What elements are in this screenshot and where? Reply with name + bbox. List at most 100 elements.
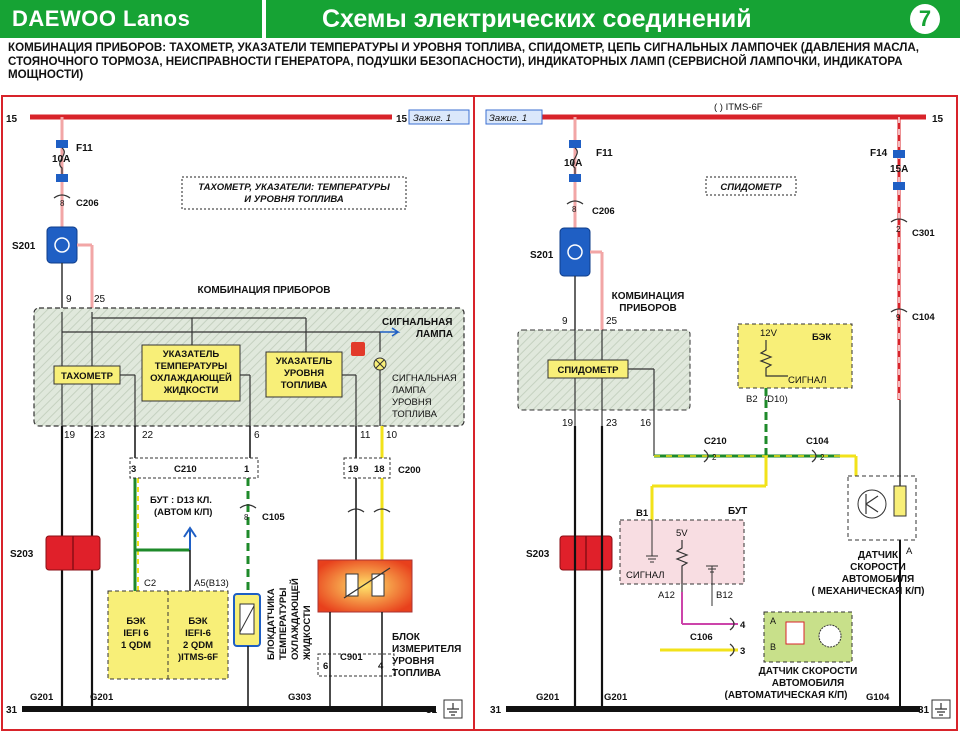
fuse-cap-bottom <box>56 174 68 182</box>
ecu2-l4: )ITMS-6F <box>178 652 218 663</box>
note-box <box>181 176 407 210</box>
pin-23: 23 <box>94 430 106 441</box>
c901-label: C901 <box>340 652 363 663</box>
g201-right: G201 <box>90 692 114 703</box>
c200-pin-18: 18 <box>374 464 385 475</box>
ecu-right-12v: 12V <box>760 328 778 339</box>
temp-gauge-l1: УКАЗАТЕЛЬ <box>163 349 220 360</box>
ecu-right-title: БЭК <box>812 332 831 343</box>
fuel-unit-l4: ТОПЛИВА <box>392 668 441 679</box>
ecu1-l3: 1 QDM <box>121 640 151 651</box>
signal-lamp-label-2: ЛАМПА <box>416 329 453 340</box>
splice-node <box>54 237 70 253</box>
bus-31-left: 31 <box>6 705 18 716</box>
bus-31-right: 31 <box>426 705 438 716</box>
splice-s201 <box>46 226 78 264</box>
page-title: Схемы электрических соединений <box>266 0 960 38</box>
c206-right-pin: 8 <box>572 205 577 214</box>
c210-pin-1: 1 <box>244 464 250 475</box>
ecu1-l2: IEFI 6 <box>123 628 148 639</box>
page-number-badge: 7 <box>910 4 940 34</box>
fuel-lamp-l4: ТОПЛИВА <box>392 409 438 420</box>
ecu-right-pin-alt: (D10) <box>764 394 788 405</box>
fuel-lamp-l2: ЛАМПА <box>392 385 426 396</box>
r-pin-16: 16 <box>640 418 652 429</box>
c200-label: C200 <box>398 465 421 476</box>
fuel-lamp-l3: УРОВНЯ <box>392 397 432 408</box>
auto-l2: АВТОМОБИЛЯ <box>772 678 844 689</box>
cluster-title: КОМБИНАЦИЯ ПРИБОРОВ <box>197 285 330 296</box>
r-pin-9: 9 <box>562 316 568 327</box>
r-bus-31-right: 31 <box>918 705 930 716</box>
mech-l4: ( МЕХАНИЧЕСКАЯ К/П) <box>811 586 924 597</box>
ecu-right <box>737 323 853 389</box>
c104-top-label: C104 <box>912 312 935 323</box>
ecu2-l2: IEFI-6 <box>185 628 211 639</box>
c106-pin-3: 3 <box>740 646 745 657</box>
auto-l1: ДАТЧИК СКОРОСТИ <box>759 666 858 677</box>
r-bus-31-left: 31 <box>490 705 502 716</box>
r-pin-23: 23 <box>606 418 618 429</box>
fuse-f11-rating: 10A <box>564 158 582 169</box>
c210-label: C210 <box>174 464 197 475</box>
coolant-sensor-l2: ТЕМПЕРАТУРЫ <box>278 588 289 660</box>
c106-pin-4: 4 <box>740 620 746 631</box>
g201-left: G201 <box>30 692 54 703</box>
fuel-unit-l2: ИЗМЕРИТЕЛЯ <box>392 644 461 655</box>
itms-label: ( ) ITMS-6F <box>714 102 763 113</box>
note-line-1: ТАХОМЕТР, УКАЗАТЕЛИ: ТЕМПЕРАТУРЫ <box>198 182 390 193</box>
c206-right-label: C206 <box>592 206 615 217</box>
connector-c200 <box>343 457 391 479</box>
splice-s201-right <box>559 227 591 277</box>
fuse-f14-rating: 15A <box>890 164 908 175</box>
pin-6: 6 <box>254 430 260 441</box>
splice-s201-label: S201 <box>12 241 36 252</box>
splice-s201-right-label: S201 <box>530 250 554 261</box>
but-note-2: (АВТОМ К/П) <box>154 507 212 518</box>
fuse-f11-name: F11 <box>596 148 613 159</box>
r-pin-25: 25 <box>606 316 618 327</box>
c105-label: C105 <box>262 512 285 523</box>
fuel-gauge <box>265 351 343 398</box>
ignition-tag-right-label: Зажиг. 1 <box>489 113 527 124</box>
pin-11: 11 <box>360 430 371 441</box>
auto-l3: (АВТОМАТИЧЕСКАЯ К/П) <box>725 690 848 701</box>
mech-l2: СКОРОСТИ <box>850 562 906 573</box>
ignition-tag-right <box>485 109 543 125</box>
c301-label: C301 <box>912 228 935 239</box>
c206-label: C206 <box>76 198 99 209</box>
ecu-right-signal: СИГНАЛ <box>788 375 826 386</box>
temp-gauge-l4: ЖИДКОСТИ <box>163 385 219 396</box>
splice-s203-right-label: S203 <box>526 549 550 560</box>
pin-25: 25 <box>94 294 106 305</box>
tachometer-label: ТАХОМЕТР <box>61 371 114 382</box>
fuel-pump-icon <box>351 342 365 356</box>
note-line-2: И УРОВНЯ ТОПЛИВА <box>244 194 344 205</box>
but-signal: СИГНАЛ <box>626 570 664 581</box>
bus-15-right-label: 15 <box>932 114 944 125</box>
diagram-subtitle: КОМБИНАЦИЯ ПРИБОРОВ: ТАХОМЕТР, УКАЗАТЕЛИ… <box>8 41 920 82</box>
c210-right-pin: 2 <box>712 453 717 462</box>
pin-10: 10 <box>386 430 398 441</box>
brand-title: DAEWOO Lanos <box>0 0 262 38</box>
c301-pin: 2 <box>896 225 901 234</box>
fuse-name: F11 <box>76 143 93 154</box>
c104-right-pin: 2 <box>820 453 825 462</box>
diagram-frame <box>1 95 958 731</box>
left-panel: 15 15 Зажиг. 1 F11 10A 8 C206 S201 9 25 … <box>6 109 470 719</box>
auto-speed-sensor <box>763 611 853 663</box>
mech-l1: ДАТЧИК <box>858 550 899 561</box>
a12-label: A12 <box>658 590 675 601</box>
r-pin-19: 19 <box>562 418 574 429</box>
pin-19: 19 <box>64 430 76 441</box>
auto-pin-a: A <box>770 616 776 626</box>
auto-pin-b: B <box>770 642 776 652</box>
fuel-gauge-l1: УКАЗАТЕЛЬ <box>276 356 333 367</box>
coolant-sensor-l1: БЛОКДАТЧИКА <box>266 588 277 660</box>
temp-gauge-l2: ТЕМПЕРАТУРЫ <box>155 361 227 372</box>
mech-pin-a: A <box>906 546 913 557</box>
a5-label: A5(B13) <box>194 578 229 589</box>
splice-s203-label: S203 <box>10 549 34 560</box>
ecu1-l1: БЭК <box>126 616 145 627</box>
but-title: БУТ <box>728 506 747 517</box>
